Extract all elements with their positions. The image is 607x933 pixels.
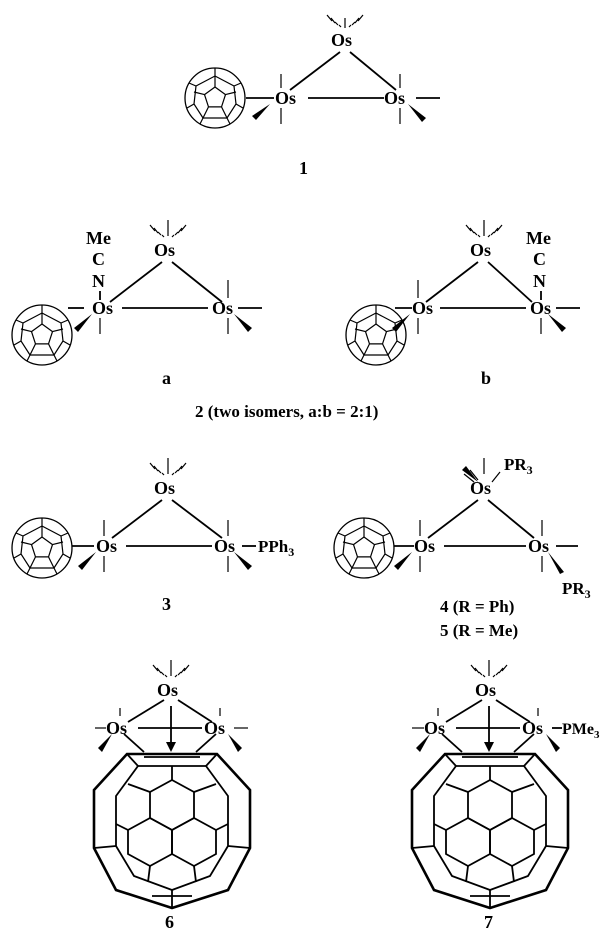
trialkylphosphine-ligand: PR3 (562, 579, 591, 601)
os-atom: Os (92, 298, 113, 318)
compound-2b: Me C N Os Os Os b (345, 220, 580, 388)
os-atom: Os (331, 30, 352, 50)
nitrogen-label: N (92, 271, 105, 291)
methyl-label: Me (526, 228, 551, 248)
trialkylphosphine-ligand: PR3 (504, 455, 533, 477)
isomer-label-b: b (481, 368, 491, 388)
os-atom: Os (154, 240, 175, 260)
compound-label-1: 1 (299, 158, 308, 178)
os-atom: Os (96, 536, 117, 556)
fullerene-ligand (11, 304, 73, 366)
os-atom: Os (106, 718, 127, 738)
os-atom: Os (214, 536, 235, 556)
compound-4-5: PR3 PR3 Os Os Os 4 (R = Ph) 5 (R = Me) (333, 455, 591, 640)
compound-label-4: 4 (R = Ph) (440, 597, 514, 616)
methyl-label: Me (86, 228, 111, 248)
os-atom: Os (384, 88, 405, 108)
fullerene-ligand (184, 67, 246, 129)
compound-3: Os Os Os PPh3 3 (11, 458, 294, 614)
compound-1: Os Os Os 1 (184, 14, 440, 178)
os-atom: Os (475, 680, 496, 700)
triphenylphosphine-ligand: PPh3 (258, 537, 294, 559)
isomer-label-a: a (162, 368, 171, 388)
fullerene-cage (410, 752, 570, 910)
os-atom: Os (212, 298, 233, 318)
carbon-label: C (533, 249, 546, 269)
os-atom: Os (275, 88, 296, 108)
compound-label-6: 6 (165, 912, 174, 932)
fullerene-ligand (333, 517, 395, 579)
os-atom: Os (530, 298, 551, 318)
nitrogen-label: N (533, 271, 546, 291)
fullerene-ligand (345, 304, 407, 366)
fullerene-ligand (11, 517, 73, 579)
os-atom: Os (528, 536, 549, 556)
os-atom: Os (470, 240, 491, 260)
fullerene-cage (92, 752, 252, 910)
trimethylphosphine-ligand: PMe3 (562, 721, 600, 741)
os-atom: Os (154, 478, 175, 498)
compound-6: Os Os Os 6 (92, 660, 252, 932)
compound-label-7: 7 (484, 912, 493, 932)
os-atom: Os (522, 718, 543, 738)
os-atom: Os (470, 478, 491, 498)
os-atom: Os (204, 718, 225, 738)
compound-7: Os Os Os PMe3 7 (410, 660, 600, 932)
compound-2a: Me C N Os Os Os a (11, 220, 262, 388)
os-atom: Os (412, 298, 433, 318)
os-atom: Os (157, 680, 178, 700)
compound-label-3: 3 (162, 594, 171, 614)
compound-2-caption: 2 (two isomers, a:b = 2:1) (195, 402, 378, 421)
compound-label-5: 5 (R = Me) (440, 621, 518, 640)
os-atom: Os (414, 536, 435, 556)
carbon-label: C (92, 249, 105, 269)
os-atom: Os (424, 718, 445, 738)
